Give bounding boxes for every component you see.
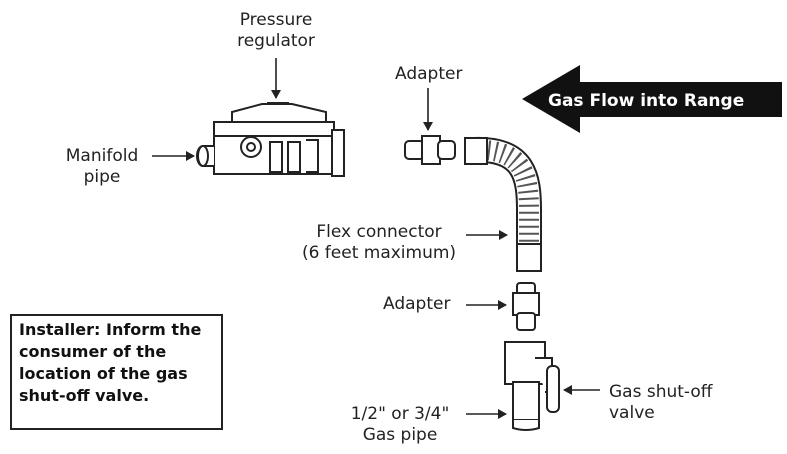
installer-note-line: shut-off valve. (19, 386, 150, 405)
adapter-bottom-part (512, 282, 540, 331)
installer-note: Installer: Inform the consumer of the lo… (10, 314, 223, 430)
shutoff-valve-label: Gas shut-off valve (609, 382, 713, 423)
adapter-top-label: Adapter (395, 64, 463, 84)
gas-flow-arrow: Gas Flow into Range (522, 65, 782, 133)
adapter-top-part (404, 135, 456, 165)
gas-pipe-part (512, 381, 540, 431)
flex-connector-part (464, 136, 542, 272)
installer-note-line: location of the gas (19, 364, 188, 383)
pressure-regulator-part (213, 102, 345, 177)
adapter-bottom-label: Adapter (383, 294, 451, 314)
gas-flow-label: Gas Flow into Range (548, 91, 744, 111)
installer-note-line: Installer: Inform the (19, 320, 202, 339)
manifold-pipe-label: Manifold pipe (65, 146, 139, 187)
manifold-pipe-part (196, 145, 214, 167)
flex-connector-label: Flex connector (6 feet maximum) (301, 222, 457, 263)
leader-arrows (152, 58, 600, 419)
gas-pipe-label: 1/2" or 3/4" Gas pipe (350, 404, 450, 445)
installer-note-line: consumer of the (19, 342, 167, 361)
shutoff-valve-part (504, 341, 560, 413)
pressure-regulator-label: Pressure regulator (237, 10, 315, 51)
